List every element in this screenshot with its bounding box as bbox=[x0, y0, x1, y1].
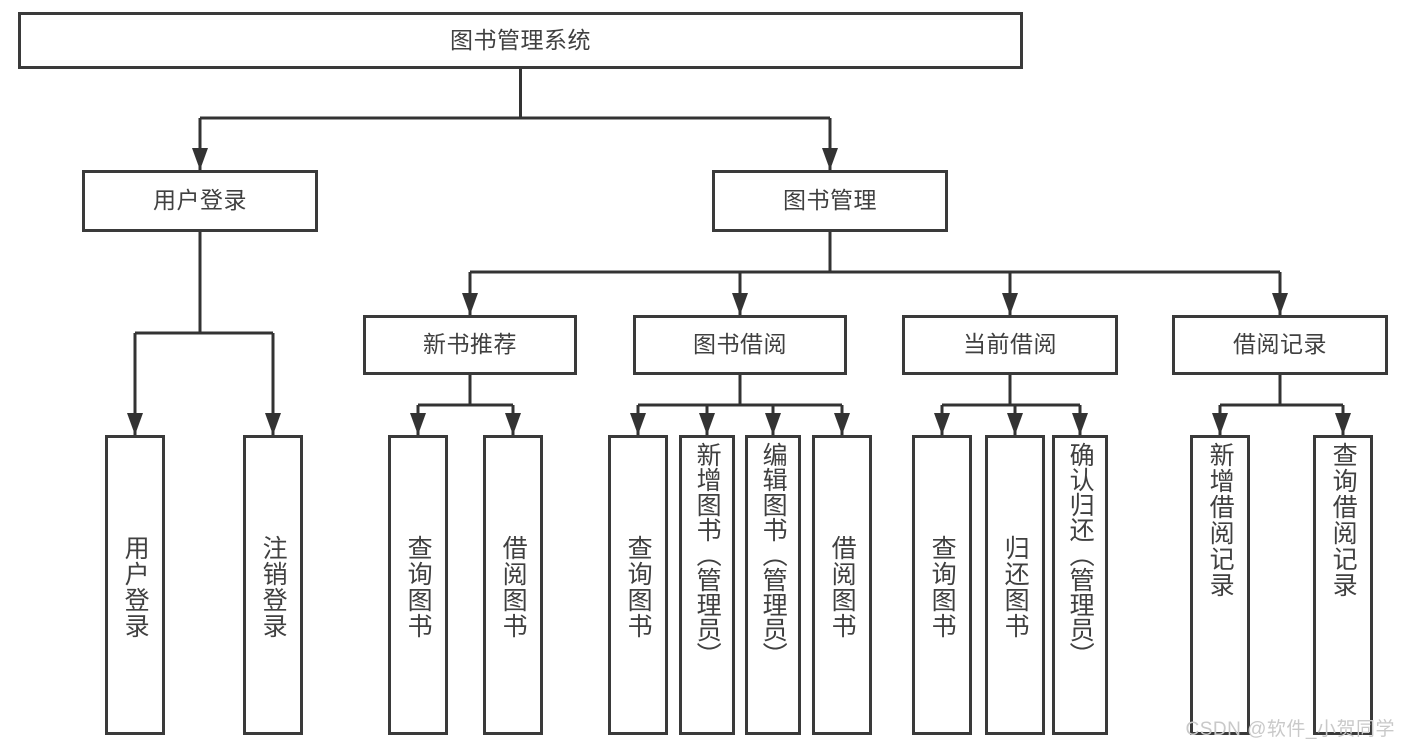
arrowhead-l1-book bbox=[822, 148, 838, 170]
node-label: 新增借阅记录 bbox=[1206, 442, 1235, 598]
arrowhead-leaf-user-logout bbox=[265, 413, 281, 435]
node-label: 用户登录 bbox=[153, 187, 247, 214]
arrowhead-l2-record bbox=[1272, 293, 1288, 315]
node-leaf-cur-query[interactable]: 查询图书 bbox=[912, 435, 972, 735]
node-label: 借阅图书 bbox=[828, 535, 857, 639]
arrowhead-leaf-new-query bbox=[410, 413, 426, 435]
node-label: 图书管理 bbox=[783, 187, 877, 214]
arrowhead-l2-new bbox=[462, 293, 478, 315]
arrowhead-l2-current bbox=[1002, 293, 1018, 315]
arrowhead-leaf-cur-return bbox=[1007, 413, 1023, 435]
node-label: 确认归还（管理员） bbox=[1066, 442, 1095, 667]
node-leaf-br-lend[interactable]: 借阅图书 bbox=[812, 435, 872, 735]
arrowhead-leaf-cur-confirm bbox=[1072, 413, 1088, 435]
node-label: 查询图书 bbox=[624, 535, 653, 639]
node-label: 图书借阅 bbox=[693, 331, 787, 358]
node-l2-record[interactable]: 借阅记录 bbox=[1172, 315, 1388, 375]
arrowhead-leaf-br-edit bbox=[765, 413, 781, 435]
node-leaf-rec-query[interactable]: 查询借阅记录 bbox=[1313, 435, 1373, 735]
node-leaf-user-login[interactable]: 用户登录 bbox=[105, 435, 165, 735]
arrowhead-leaf-br-add bbox=[699, 413, 715, 435]
node-label: 注销登录 bbox=[259, 535, 288, 639]
node-label: 查询图书 bbox=[404, 535, 433, 639]
arrowhead-leaf-br-lend bbox=[834, 413, 850, 435]
arrowhead-leaf-cur-query bbox=[934, 413, 950, 435]
node-leaf-cur-return[interactable]: 归还图书 bbox=[985, 435, 1045, 735]
node-label: 借阅图书 bbox=[499, 535, 528, 639]
node-leaf-rec-add[interactable]: 新增借阅记录 bbox=[1190, 435, 1250, 735]
node-leaf-br-query[interactable]: 查询图书 bbox=[608, 435, 668, 735]
node-label: 借阅记录 bbox=[1233, 331, 1327, 358]
arrowhead-leaf-rec-add bbox=[1212, 413, 1228, 435]
node-label: 归还图书 bbox=[1001, 535, 1030, 639]
arrowhead-l1-user bbox=[192, 148, 208, 170]
arrowhead-leaf-br-query bbox=[630, 413, 646, 435]
arrowhead-leaf-rec-query bbox=[1335, 413, 1351, 435]
node-label: 编辑图书（管理员） bbox=[759, 442, 788, 667]
node-leaf-new-borrow[interactable]: 借阅图书 bbox=[483, 435, 543, 735]
node-label: 新增图书（管理员） bbox=[693, 442, 722, 667]
node-l2-new[interactable]: 新书推荐 bbox=[363, 315, 577, 375]
node-label: 图书管理系统 bbox=[450, 26, 591, 53]
node-label: 当前借阅 bbox=[963, 331, 1057, 358]
node-l2-borrow[interactable]: 图书借阅 bbox=[633, 315, 847, 375]
arrowhead-leaf-new-borrow bbox=[505, 413, 521, 435]
arrowhead-l2-borrow bbox=[732, 293, 748, 315]
node-l1-book[interactable]: 图书管理 bbox=[712, 170, 948, 232]
watermark: CSDN @软件_小贺同学 bbox=[1185, 719, 1395, 740]
node-l2-current[interactable]: 当前借阅 bbox=[902, 315, 1118, 375]
node-leaf-user-logout[interactable]: 注销登录 bbox=[243, 435, 303, 735]
node-leaf-br-add[interactable]: 新增图书（管理员） bbox=[679, 435, 735, 735]
node-root[interactable]: 图书管理系统 bbox=[18, 12, 1023, 69]
node-leaf-br-edit[interactable]: 编辑图书（管理员） bbox=[745, 435, 801, 735]
node-leaf-cur-confirm[interactable]: 确认归还（管理员） bbox=[1052, 435, 1108, 735]
node-label: 新书推荐 bbox=[423, 331, 517, 358]
node-label: 用户登录 bbox=[121, 535, 150, 639]
arrowhead-leaf-user-login bbox=[127, 413, 143, 435]
node-label: 查询图书 bbox=[928, 535, 957, 639]
node-label: 查询借阅记录 bbox=[1329, 442, 1358, 598]
node-l1-user[interactable]: 用户登录 bbox=[82, 170, 318, 232]
node-leaf-new-query[interactable]: 查询图书 bbox=[388, 435, 448, 735]
